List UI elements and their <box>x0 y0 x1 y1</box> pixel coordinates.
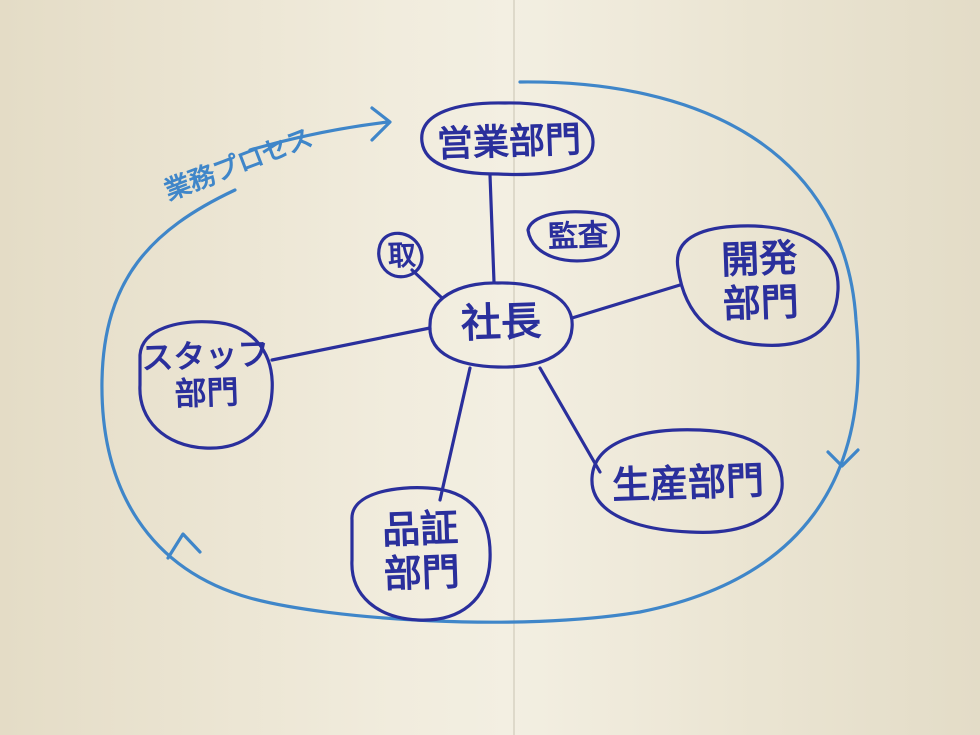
connector-staff <box>270 326 432 362</box>
side-node-left-outline <box>377 231 424 279</box>
center-node-outline <box>428 281 574 369</box>
development-node-label: 開発 部門 <box>689 236 832 328</box>
cycle-arrowhead-bottom-left <box>166 532 202 560</box>
staff-label-line-1: スタッフ <box>140 334 270 378</box>
side-node-right-label: 監査 <box>547 217 609 256</box>
connector-development <box>570 283 682 320</box>
connector-quality <box>438 366 472 502</box>
staff-node-label: スタッフ 部門 <box>140 334 271 414</box>
development-label-line-1: 開発 <box>720 235 798 283</box>
sales-node-label: 営業部門 <box>436 119 582 166</box>
staff-label-line-2: 部門 <box>173 372 240 413</box>
development-label-line-2: 部門 <box>721 279 800 326</box>
production-node-label: 生産部門 <box>611 458 765 508</box>
sales-node-outline <box>420 101 595 177</box>
side-node-right-outline <box>526 210 620 263</box>
process-cycle-loop <box>100 80 860 624</box>
quality-label-line-2: 部門 <box>382 549 461 596</box>
staff-node-outline <box>138 320 274 450</box>
process-arrow-top <box>248 106 392 152</box>
connector-production <box>538 366 602 474</box>
quality-node-outline <box>350 486 492 622</box>
side-node-left-label: 取 <box>387 238 417 273</box>
quality-label-line-1: 品証 <box>381 505 459 553</box>
quality-node-label: 品証 部門 <box>354 506 489 598</box>
development-node-outline <box>675 224 840 347</box>
production-node-outline <box>590 428 784 534</box>
connector-side-left <box>410 268 444 300</box>
center-node-label: 社長 <box>460 298 542 348</box>
cycle-arrowhead-right <box>826 448 860 468</box>
connector-sales <box>488 173 496 284</box>
